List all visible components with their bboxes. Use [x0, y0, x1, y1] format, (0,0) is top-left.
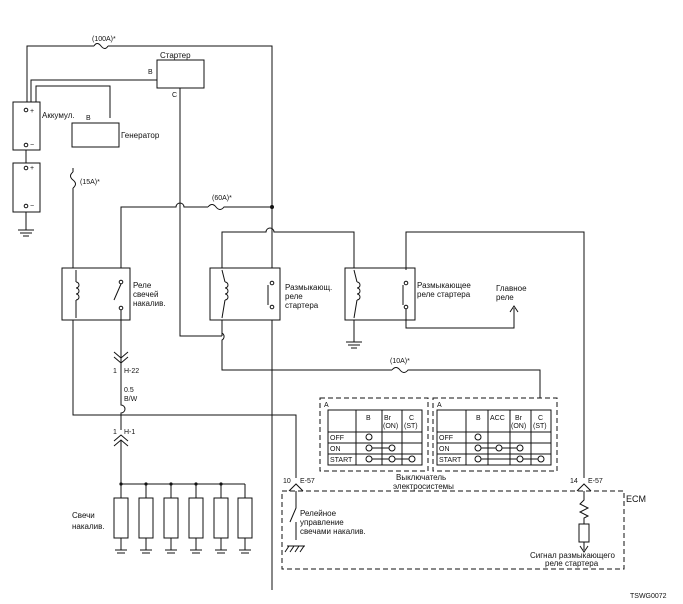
starter-b-terminal: B	[148, 69, 153, 76]
e57-right-connector	[576, 483, 592, 492]
glow-relay-label-1: Реле	[133, 281, 152, 290]
sw1-h-c: C	[409, 415, 414, 422]
switch-table-1-frame	[319, 397, 429, 472]
sw2-h-acc: ACC	[490, 415, 505, 422]
glow-relay-label-3: накалив.	[133, 299, 166, 308]
conn-h1-pin: 1	[113, 429, 117, 436]
switch-table-1-tag: A	[324, 402, 329, 409]
generator-b-terminal: B	[86, 115, 91, 122]
figure-id: TSWG0072	[630, 593, 667, 600]
generator-box	[71, 122, 120, 148]
glow-relay-box	[61, 267, 131, 321]
starter-signal-label-1: Сигнал размыкающего	[530, 551, 615, 560]
sw2-h-c: C	[538, 415, 543, 422]
switch-table-2-contacts	[474, 433, 545, 463]
e57-left-label: E-57	[300, 478, 315, 485]
e57-right-label: E-57	[588, 478, 603, 485]
starter-c-wire	[179, 88, 222, 337]
glow-control-switch	[289, 491, 297, 540]
open-relay-to-main-relay-wire	[405, 308, 515, 329]
svg-text:+: +	[30, 108, 34, 115]
starter-label: Стартер	[160, 51, 191, 60]
switch-label-2: электросистемы	[393, 482, 454, 491]
fuse-60a	[207, 204, 272, 210]
sw2-row-on: ON	[439, 446, 450, 453]
ecm-frame	[281, 490, 625, 570]
switch-table-2-tag: A	[437, 402, 442, 409]
sw1-h-on: (ON)	[383, 423, 398, 430]
glow-plugs	[113, 482, 253, 554]
e57-left-pin: 10	[283, 478, 291, 485]
ecm-resistor	[578, 491, 590, 524]
sw1-h-br: Br	[384, 415, 392, 422]
glow-relay-label-2: свечей	[133, 290, 158, 299]
main-relay-label-2: реле	[496, 293, 514, 302]
generator-label: Генератор	[121, 131, 160, 140]
fuse-100a-label: (100A)*	[92, 36, 116, 43]
main-feed-wires	[26, 43, 273, 590]
main-relay-label-1: Главное	[496, 284, 527, 293]
open-relay-label-1: Размыкающее	[417, 281, 471, 290]
sw1-row-start: START	[330, 457, 353, 464]
glow-control-label-2: управление	[300, 518, 344, 527]
wire-size-label: 0.5	[124, 387, 134, 394]
cut-relay-label-3: стартера	[285, 301, 319, 310]
sw1-row-off: OFF	[330, 435, 344, 442]
switch-table-2	[436, 409, 552, 466]
sw1-h-b: B	[366, 415, 371, 422]
sw2-row-start: START	[439, 457, 462, 464]
sw2-h-br: Br	[515, 415, 523, 422]
fuse-60a-label: (60A)*	[212, 195, 232, 202]
sw2-h-b: B	[476, 415, 481, 422]
conn-h22-pin: 1	[113, 368, 117, 375]
ecm-input-box	[578, 523, 590, 543]
open-relay-to-ecm-wire	[405, 231, 585, 478]
battery-to-starter-wire	[30, 79, 157, 104]
ecm-label: ECM	[626, 494, 646, 504]
conn-h22-label: H-22	[124, 368, 139, 375]
sw2-h-on: (ON)	[511, 423, 526, 430]
sw1-h-st: (ST)	[404, 423, 418, 430]
fuse-15a	[70, 171, 76, 189]
cut-relay-box	[209, 267, 281, 321]
sw2-h-st: (ST)	[533, 423, 547, 430]
e57-right-pin: 14	[570, 478, 578, 485]
switch-table-2-frame	[432, 397, 558, 472]
glow-control-label-1: Релейное	[300, 509, 337, 518]
sw1-row-on: ON	[330, 446, 341, 453]
glow-relay-feed-wire	[120, 202, 208, 280]
glow-control-label-3: свечами накалив.	[300, 527, 366, 536]
switch-table-1-contacts	[365, 433, 416, 463]
conn-h1-label: H-1	[124, 429, 135, 436]
relay-to-switch-wire	[221, 320, 392, 371]
battery: + − + −	[12, 101, 41, 237]
cut-relay-feed-wire	[221, 227, 355, 336]
open-relay-label-2: реле стартера	[417, 290, 471, 299]
fuse-15a-label: (15A)*	[80, 179, 100, 186]
battery-label: Аккумул.	[42, 111, 75, 120]
starter-c-terminal: C	[172, 92, 177, 99]
switch-label-1: Выключатель	[396, 473, 446, 482]
battery-to-generator-wire	[35, 85, 111, 118]
switch-table-1	[327, 409, 423, 466]
cut-relay-label-2: реле	[285, 292, 303, 301]
cut-relay-label-1: Размыкающ.	[285, 283, 332, 292]
fuse-10a-label: (10A)*	[390, 358, 410, 365]
glow-plugs-label-2: накалив.	[72, 522, 105, 531]
glow-plugs-label-1: Свечи	[72, 511, 95, 520]
e57-left-connector	[288, 483, 304, 492]
starter-box	[156, 59, 205, 89]
svg-text:+: +	[30, 165, 34, 172]
wire-color-label: B/W	[124, 396, 138, 403]
open-relay-ground	[346, 320, 362, 349]
svg-text:−: −	[30, 142, 34, 149]
fuse-10a	[391, 367, 541, 398]
starter-signal-label-2: реле стартера	[545, 559, 599, 568]
svg-text:−: −	[30, 203, 34, 210]
sw2-row-off: OFF	[439, 435, 453, 442]
